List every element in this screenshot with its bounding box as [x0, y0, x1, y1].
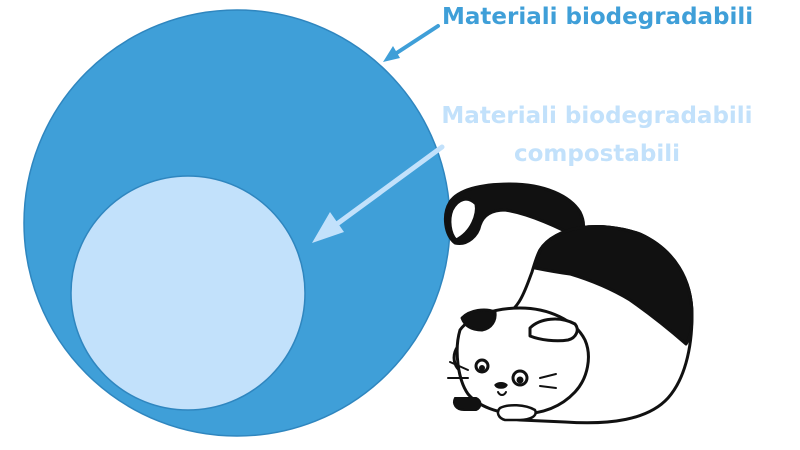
- outer-label: Materiali biodegradabili: [442, 4, 754, 30]
- inner-label-line1: Materiali biodegradabili: [441, 103, 753, 129]
- inner-label-line2: compostabili: [514, 141, 680, 167]
- cat-illustration: [443, 182, 694, 425]
- inner-label: Materiali biodegradabili compostabili: [438, 97, 756, 173]
- arrow-icon: [312, 144, 445, 243]
- arrow-icon: [383, 24, 440, 62]
- inner-circle: [70, 175, 306, 411]
